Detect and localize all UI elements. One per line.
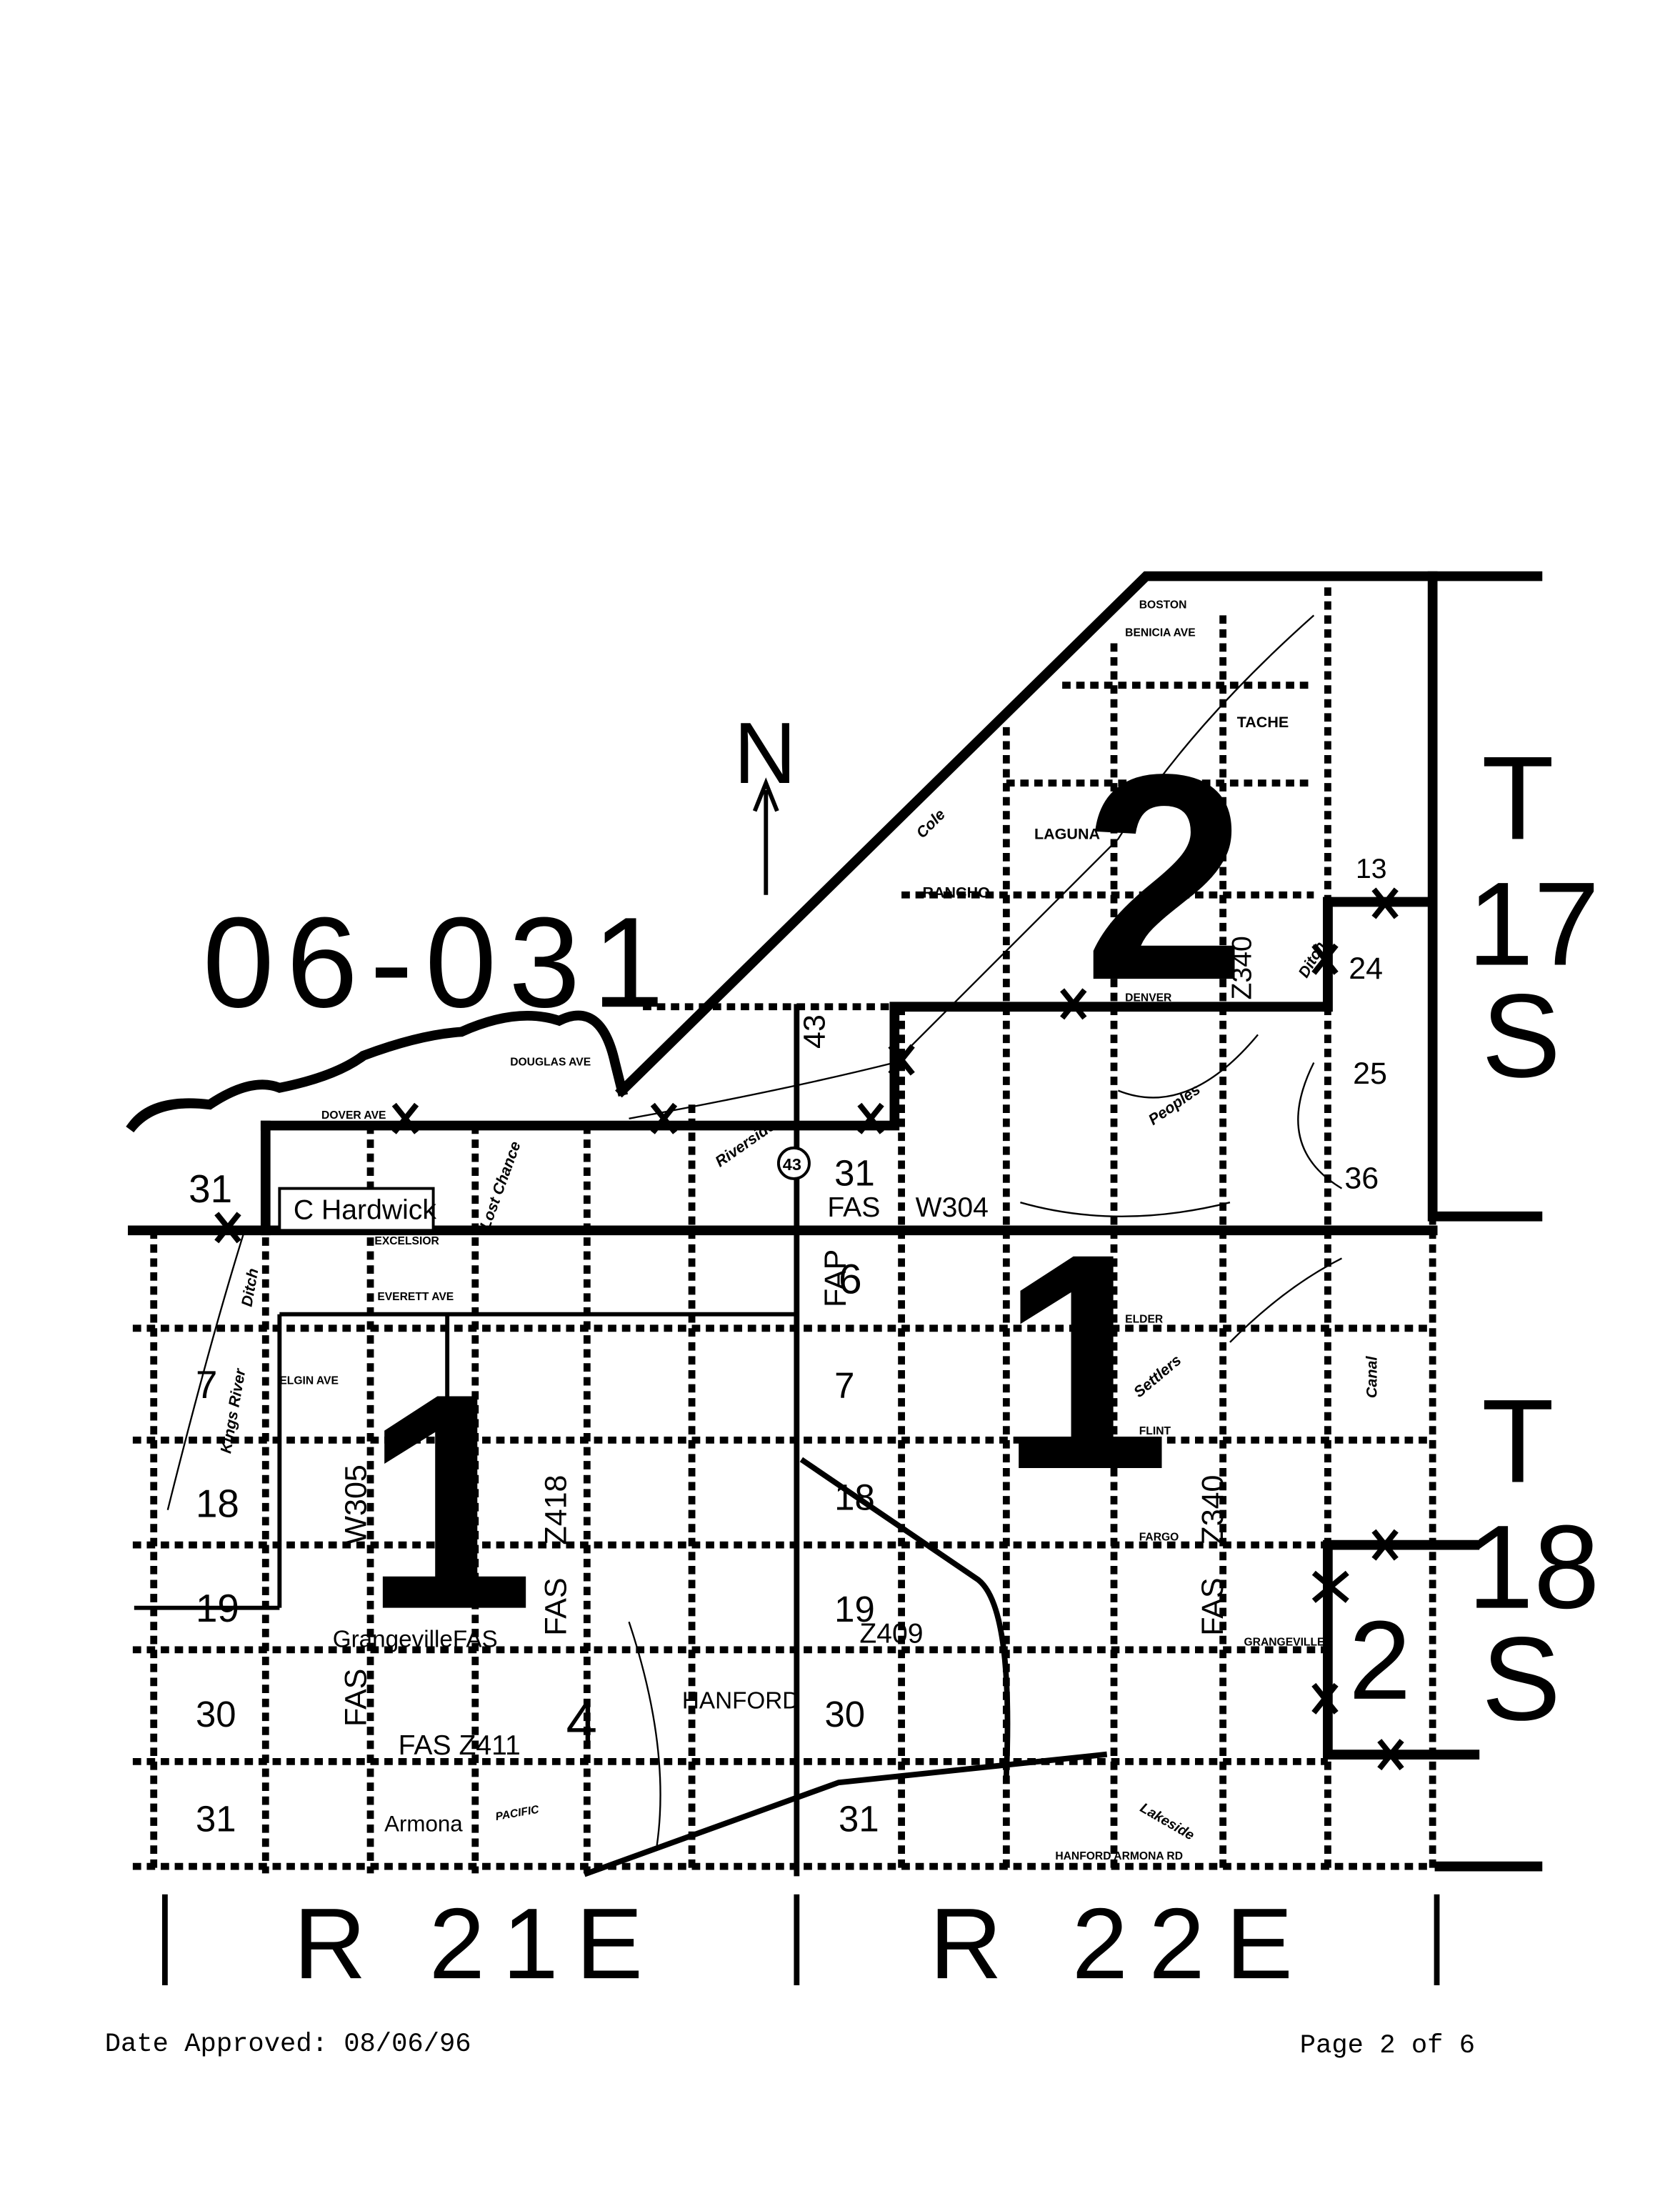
district-2-label: 2	[1083, 714, 1246, 1042]
map-label: BENICIA AVE	[1125, 627, 1196, 639]
map-label: 24	[1349, 952, 1383, 986]
map-label: 31	[839, 1799, 879, 1840]
map-label: 43	[797, 1014, 831, 1049]
map-label: FARGO	[1139, 1532, 1179, 1544]
map-label: 18	[1468, 1501, 1600, 1634]
map-label: 43	[783, 1155, 801, 1174]
map-label: ELDER	[1125, 1313, 1163, 1325]
map-label: HANFORD ARMONA RD	[1055, 1850, 1183, 1862]
route-labels: W305 Z418 FAS FAS FAS Z411 Z340 Z340 FAS…	[339, 936, 1258, 1761]
map-label: 36	[1344, 1162, 1379, 1196]
map-label: ELGIN AVE	[279, 1375, 339, 1387]
map-label: EVERETT AVE	[377, 1291, 454, 1303]
place-tache: TACHE	[1237, 714, 1289, 731]
map-label: EXCELSIOR	[374, 1235, 439, 1247]
map-label: FAS	[339, 1669, 374, 1727]
map-label: 6	[839, 1256, 862, 1302]
map-label: 31	[196, 1799, 236, 1840]
map-label: 18	[834, 1477, 875, 1518]
map-label: Peoples	[1145, 1081, 1203, 1129]
place-hardwick: C Hardwick	[294, 1195, 436, 1226]
map-label: Lakeside	[1137, 1800, 1197, 1844]
map-label: 30	[196, 1694, 236, 1735]
page-number: Page 2 of 6	[1300, 2031, 1475, 2061]
map-label: PACIFIC	[494, 1803, 540, 1823]
map-label: DENVER	[1125, 992, 1171, 1004]
map-label: 7	[196, 1362, 217, 1407]
map-label: 25	[1353, 1057, 1387, 1091]
map-title: 06-031	[203, 891, 664, 1034]
map-label: 18	[196, 1481, 239, 1525]
map-label: 30	[824, 1694, 865, 1735]
map-label: FLINT	[1139, 1425, 1171, 1437]
map-label: FAS	[1196, 1577, 1230, 1635]
map-label: Ditch	[239, 1267, 262, 1308]
map-label: 19	[196, 1586, 239, 1630]
map-label: 7	[834, 1365, 854, 1406]
map-label: 31	[834, 1153, 875, 1194]
map-label: 31	[189, 1167, 232, 1211]
district-1-label: 1	[364, 1330, 534, 1674]
river-boundary	[126, 1010, 629, 1133]
map-label: Z340	[1196, 1474, 1230, 1544]
map-label: BOSTON	[1139, 599, 1187, 612]
township-t18s: T 18 S	[1468, 1375, 1600, 1746]
district-1-label: 1	[999, 1190, 1170, 1534]
map-label: Z418	[539, 1474, 573, 1544]
map-label: S	[1481, 1612, 1561, 1745]
range-r22e: R 22E	[929, 1887, 1293, 2000]
boundary-x-marks	[214, 887, 1404, 1771]
range-row: R 21E R 22E	[161, 1887, 1440, 2000]
district-boundaries	[126, 571, 1543, 1877]
map-label: 4	[566, 1690, 597, 1753]
map-label: Kings River	[217, 1367, 249, 1455]
map-label: Z409	[859, 1619, 923, 1650]
district-2-label: 2	[1349, 1598, 1411, 1723]
map-label: FAS	[539, 1577, 573, 1635]
map-label: W304	[916, 1192, 989, 1223]
range-r21e: R 21E	[294, 1887, 643, 2000]
map-label: Lost Chance	[476, 1139, 524, 1232]
map-label: Canal	[1363, 1356, 1380, 1399]
map-label: Z340	[1226, 936, 1257, 999]
place-labels: C Hardwick GrangevilleFAS HANFORD Armona…	[278, 714, 1289, 1837]
map-label: Cole	[913, 806, 949, 842]
date-approved: Date Approved: 08/06/96	[105, 2030, 471, 2060]
map-label: FAP	[819, 1249, 853, 1307]
map-label: FAS	[827, 1192, 880, 1223]
map-label: T	[1481, 1375, 1554, 1508]
map-label: DOUGLAS AVE	[510, 1056, 591, 1068]
map-label: W305	[339, 1464, 374, 1544]
section-numbers: 31 7 18 19 30 31 31 7 18 19 30 31 13 24 …	[189, 854, 1387, 1839]
map-label: 19	[834, 1589, 875, 1629]
map-label: S	[1481, 969, 1561, 1102]
map-label: GRANGEVILLE	[1244, 1636, 1324, 1648]
place-rancho: RANCHO	[922, 884, 989, 902]
map-label: FAS Z411	[399, 1730, 521, 1761]
place-hanford: HANFORD	[682, 1688, 799, 1715]
map-label: DOVER AVE	[321, 1109, 386, 1122]
map-label: 13	[1356, 854, 1387, 884]
map-label: T	[1481, 732, 1554, 864]
place-grangeville: GrangevilleFAS	[333, 1626, 498, 1652]
north-arrow-icon	[752, 777, 779, 895]
place-laguna: LAGUNA	[1034, 825, 1100, 842]
township-t17s: T 17 S	[1468, 732, 1600, 1102]
place-armona: Armona	[384, 1812, 463, 1837]
map-label: 17	[1468, 858, 1600, 991]
waterways	[166, 614, 1343, 1846]
